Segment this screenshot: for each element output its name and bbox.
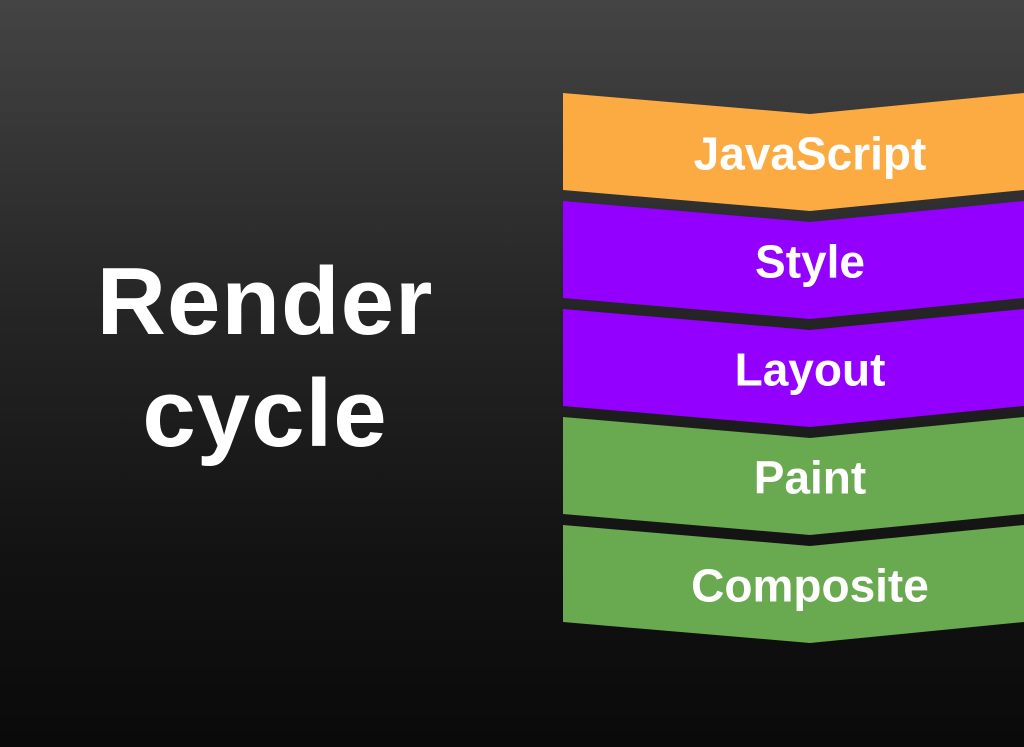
stage-label-composite: Composite [691, 560, 929, 612]
stage-label-javascript: JavaScript [694, 128, 927, 180]
stage-label-paint: Paint [754, 452, 866, 504]
stage-label-style: Style [755, 236, 865, 288]
stage-band-javascript [563, 93, 1024, 211]
stage-band-paint [563, 417, 1024, 535]
stage-band-composite [563, 525, 1024, 643]
stage-paint: Paint [563, 417, 1024, 535]
slide-title-line-2: cycle [142, 360, 388, 467]
slide-title-line-1: Render [96, 248, 434, 355]
stage-style: Style [563, 201, 1024, 319]
stage-javascript: JavaScript [563, 93, 1024, 211]
stage-band-layout [563, 309, 1024, 427]
stage-layout: Layout [563, 309, 1024, 427]
slide-title: Render cycle [40, 246, 490, 470]
stage-band-style [563, 201, 1024, 319]
stage-label-layout: Layout [735, 344, 886, 396]
stage-composite: Composite [563, 525, 1024, 643]
